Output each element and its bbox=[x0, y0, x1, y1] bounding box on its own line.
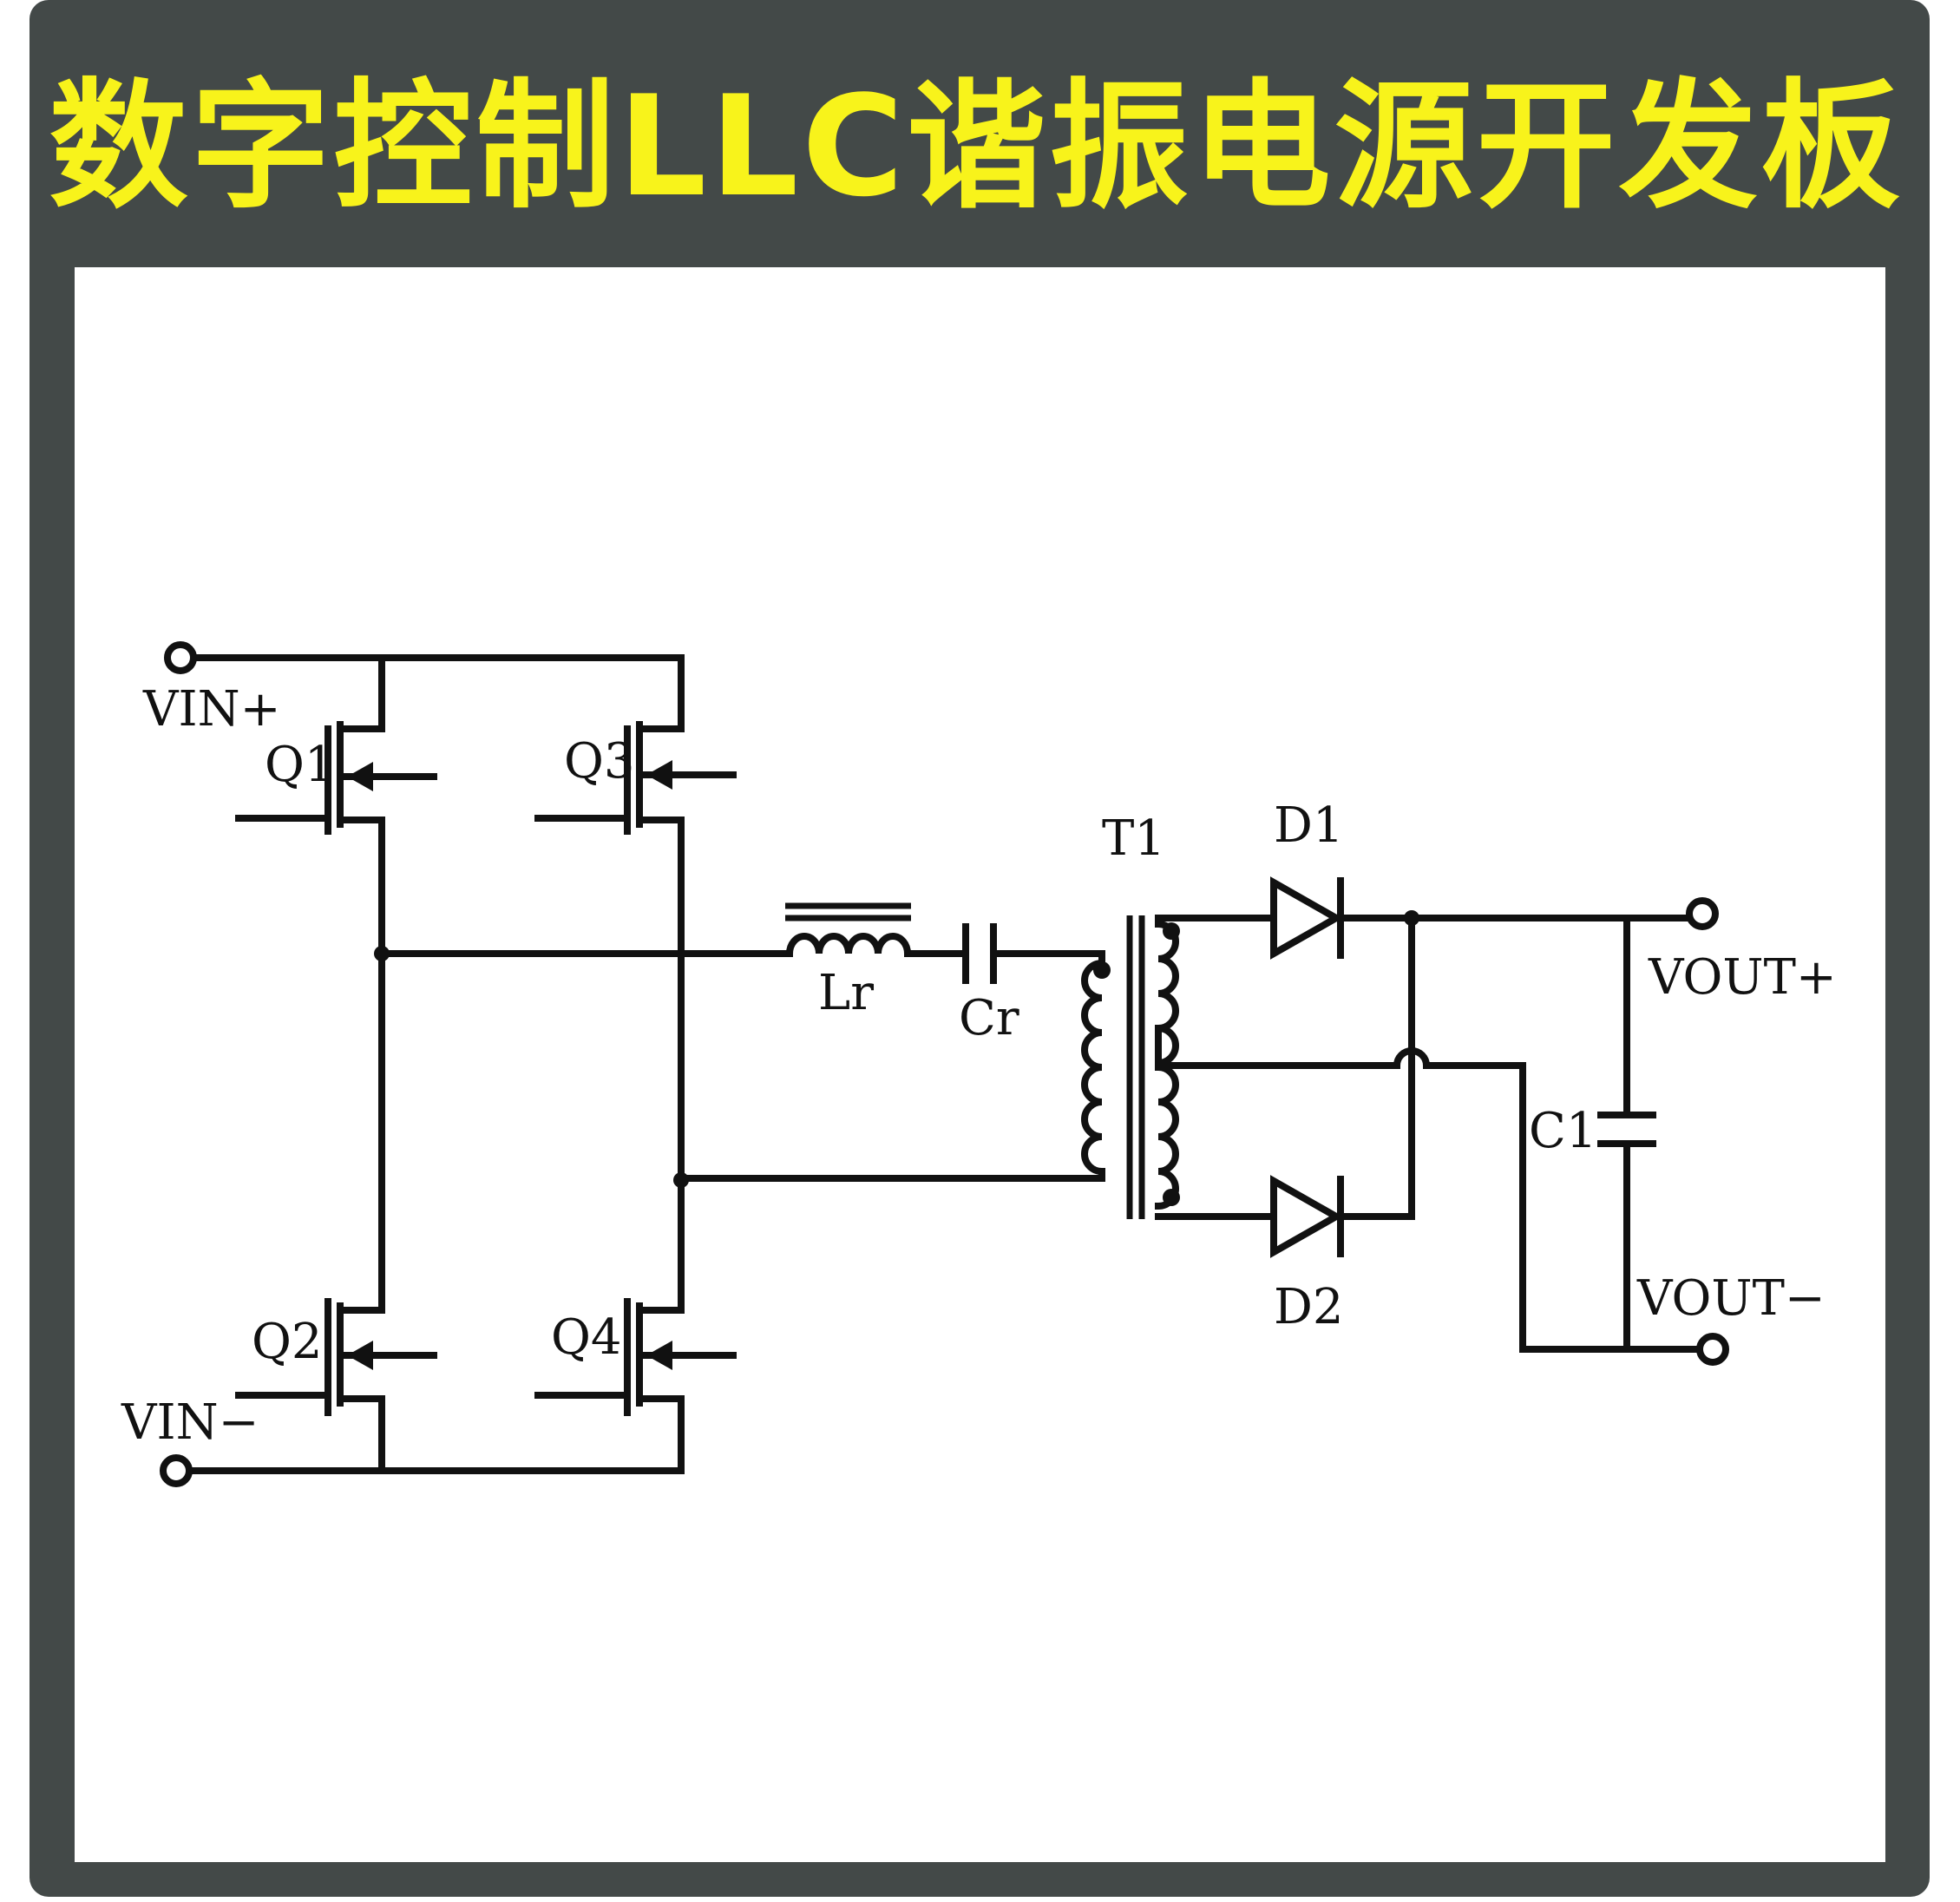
vin-plus-terminal bbox=[164, 641, 197, 674]
label-d1: D1 bbox=[1274, 797, 1344, 854]
mosfet-q3 bbox=[534, 721, 737, 835]
label-q3: Q3 bbox=[564, 733, 635, 790]
schematic-panel bbox=[75, 267, 1885, 1862]
capacitor-cr bbox=[962, 923, 1105, 984]
mosfet-q2 bbox=[235, 1298, 437, 1416]
label-d2: D2 bbox=[1274, 1279, 1344, 1335]
diode-d1 bbox=[1268, 876, 1344, 960]
junction-dot bbox=[673, 1172, 689, 1188]
label-lr: Lr bbox=[818, 965, 874, 1021]
vout-plus-terminal bbox=[1686, 897, 1719, 930]
inductor-lr bbox=[785, 902, 969, 958]
diode-d2 bbox=[1270, 1175, 1344, 1258]
page-title: 数字控制LLC谐振电源开发板 bbox=[49, 65, 1904, 227]
capacitor-c1 bbox=[1597, 1112, 1656, 1147]
label-cr: Cr bbox=[959, 990, 1019, 1046]
label-vout-plus: VOUT+ bbox=[1648, 949, 1837, 1006]
label-q1: Q1 bbox=[265, 737, 336, 793]
input-wiring bbox=[192, 654, 1105, 1474]
label-vin-plus: VIN+ bbox=[142, 681, 280, 738]
mosfet-q4 bbox=[534, 1298, 737, 1416]
mosfet-q1 bbox=[235, 721, 437, 835]
vin-minus-terminal bbox=[160, 1454, 193, 1487]
transformer-t1 bbox=[1081, 915, 1180, 1219]
label-vout-minus: VOUT− bbox=[1636, 1270, 1826, 1327]
vout-minus-terminal bbox=[1696, 1333, 1729, 1366]
junction-dot bbox=[374, 946, 390, 961]
label-q2: Q2 bbox=[252, 1314, 323, 1370]
label-t1: T1 bbox=[1102, 810, 1165, 867]
label-c1: C1 bbox=[1529, 1103, 1596, 1159]
label-q4: Q4 bbox=[551, 1309, 622, 1366]
label-vin-minus: VIN− bbox=[121, 1394, 259, 1451]
rectifier-wiring bbox=[1155, 915, 1700, 1353]
